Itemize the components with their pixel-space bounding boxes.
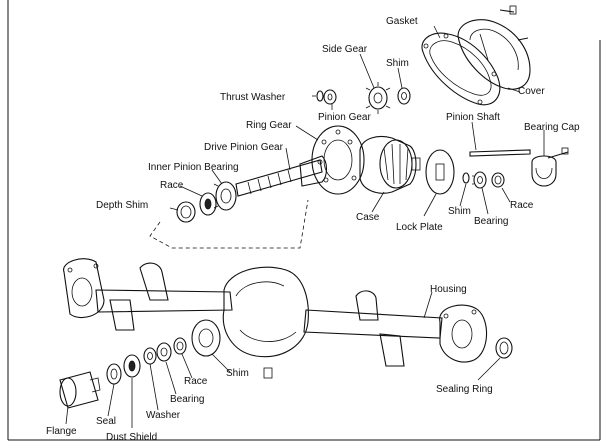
label-cover: Cover [518,86,545,97]
label-dust-shield: Dust Shield [106,432,157,443]
label-pinion-gear: Pinion Gear [318,112,371,123]
assembly-connector-dashed [149,199,309,249]
washer-part [143,347,157,365]
inner-pinion-bearing-part [213,181,237,211]
race-right-part [491,172,505,188]
label-pinion-shaft: Pinion Shaft [446,112,500,123]
thrust-washer-part [316,90,324,102]
label-depth-shim: Depth Shim [96,200,148,211]
depth-shim-part [176,201,196,223]
label-shim-mid: Shim [448,206,471,217]
shim-top-part [397,87,411,105]
dust-shield-part [123,354,141,378]
side-gear-part [365,82,391,114]
label-bearing-lower: Bearing [170,394,204,405]
bearing-cap-part [531,147,569,187]
leader-lines [65,25,545,428]
labels: Gasket Cover Side Gear Shim Thrust Washe… [46,16,580,443]
drive-pinion-gear-part [235,155,328,197]
label-race-upper: Race [160,180,184,191]
label-lock-plate: Lock Plate [396,222,443,233]
label-ring-gear: Ring Gear [246,120,292,131]
cover-part [457,5,531,90]
seal-part [106,363,122,385]
label-washer: Washer [146,410,181,421]
lock-plate-part [425,149,455,195]
sealing-ring-part [495,337,513,359]
label-shim-lower: Shim [226,368,249,379]
label-drive-pinion-gear: Drive Pinion Gear [204,142,284,153]
page-frame [7,0,601,441]
label-bearing-cap: Bearing Cap [524,122,580,133]
label-side-gear: Side Gear [322,44,368,55]
label-case: Case [356,212,380,223]
label-sealing-ring: Sealing Ring [436,384,493,395]
flange-part [59,371,101,409]
case-part [359,135,421,194]
label-housing: Housing [430,284,467,295]
pinion-shaft-part [469,149,531,157]
bearing-lower-part [156,342,172,362]
bearing-mid-part [472,171,487,189]
label-seal: Seal [96,416,116,427]
label-race-right: Race [510,200,534,211]
gasket-part [421,32,501,106]
label-race-lower: Race [184,376,208,387]
label-inner-pinion-bearing: Inner Pinion Bearing [148,162,239,173]
label-gasket: Gasket [386,16,418,27]
housing-part [63,258,488,379]
label-thrust-washer: Thrust Washer [220,92,286,103]
race-lower-part [173,337,187,355]
pinion-gear-part [323,89,337,105]
label-flange: Flange [46,426,77,437]
label-shim-top: Shim [386,58,409,69]
race-upper-part [199,192,217,216]
label-bearing-mid: Bearing [474,216,508,227]
shim-mid-part [462,172,470,184]
